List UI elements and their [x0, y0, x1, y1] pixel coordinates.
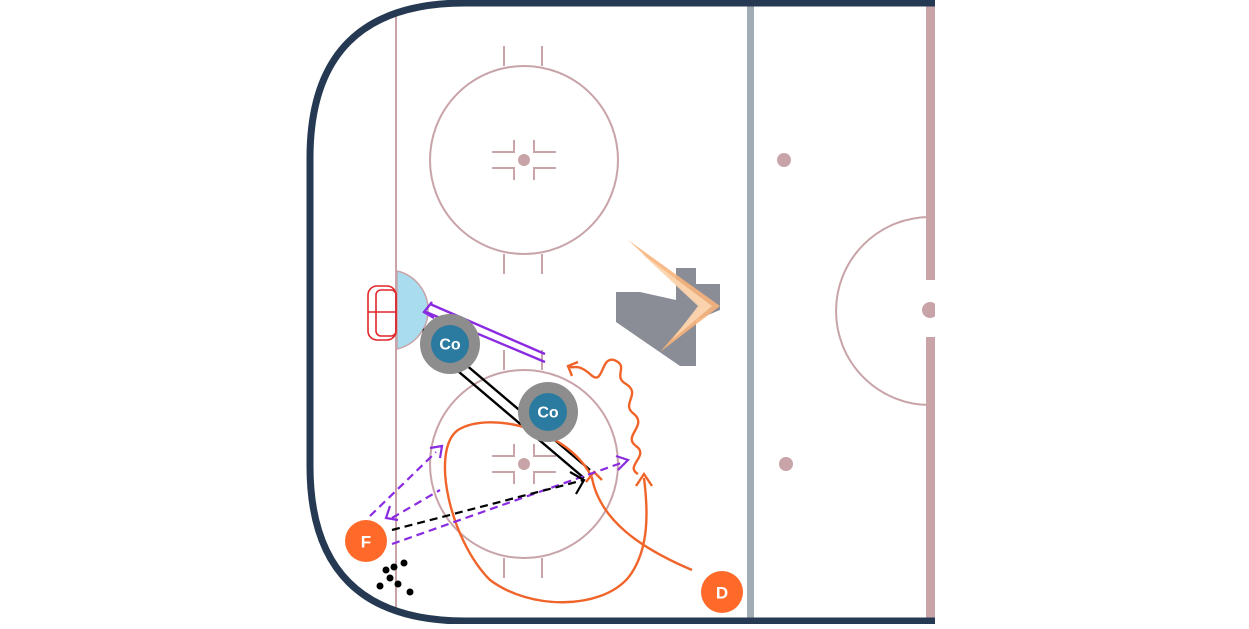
center-circle — [835, 216, 931, 406]
defense-label: D — [716, 584, 728, 603]
pass-arrow-2 — [615, 454, 631, 471]
center-line-top — [926, 3, 935, 280]
coach-bottom[interactable]: Co — [518, 382, 578, 442]
faceoff-dot-bottom — [518, 458, 530, 470]
coach-top[interactable]: Co — [420, 314, 480, 374]
skate-path-loop — [443, 421, 693, 604]
pass-black-dashed — [391, 478, 585, 532]
neutral-dot-bottom — [779, 457, 793, 471]
center-dot — [922, 302, 935, 318]
goal-net-icon — [367, 285, 397, 341]
forward-label: F — [361, 533, 371, 552]
blue-line — [747, 3, 754, 621]
pass-black-arrow — [569, 471, 586, 495]
pass-arrow-1 — [429, 444, 444, 459]
pass-lane-dashed — [369, 451, 625, 546]
pass-arrow-3 — [384, 505, 399, 522]
defense-player[interactable]: D — [701, 571, 743, 613]
skate-path-loop-arrow — [635, 471, 653, 487]
center-line-bottom — [926, 337, 935, 621]
brand-chevron-logo — [616, 240, 720, 366]
skate-path-wavy — [567, 358, 642, 476]
coach-top-label: Co — [439, 337, 461, 354]
puck-icon — [376, 559, 414, 596]
rink-boards — [306, 0, 935, 625]
forward-player[interactable]: F — [345, 520, 387, 562]
faceoff-circle-top — [429, 46, 619, 274]
skate-path-wavy-arrow — [566, 360, 579, 377]
faceoff-dot-top — [518, 154, 530, 166]
coach-bottom-label: Co — [537, 405, 559, 422]
neutral-dot-top — [777, 153, 791, 167]
